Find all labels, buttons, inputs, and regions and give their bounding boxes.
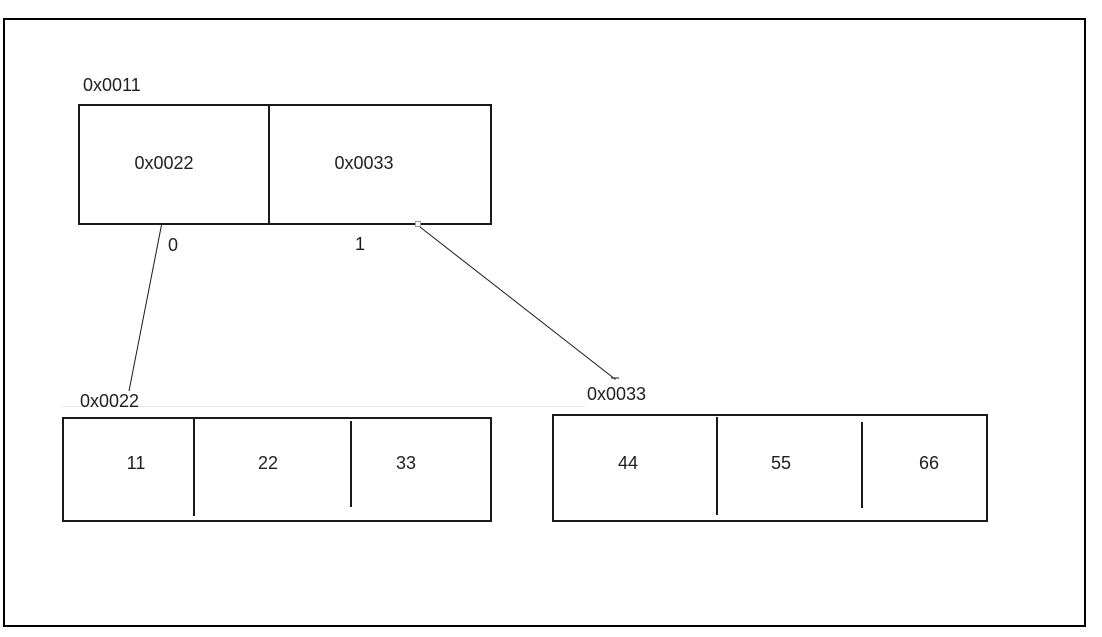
connector-anchor-square bbox=[415, 221, 421, 227]
pointer-array-label: 0x0011 bbox=[83, 75, 141, 95]
diagram-border bbox=[3, 18, 1086, 627]
row-array-1-box bbox=[552, 414, 988, 522]
index-label-0: 0 bbox=[167, 235, 178, 255]
pointer-array-cell-divider bbox=[268, 106, 270, 223]
row-array-0-divider-1 bbox=[193, 419, 195, 516]
index-label-1: 1 bbox=[354, 234, 365, 254]
pointer-cell-value-0: 0x0022 bbox=[134, 153, 194, 173]
row-array-1-divider-2 bbox=[861, 422, 863, 508]
row-array-1-label: 0x0033 bbox=[587, 384, 647, 404]
row-array-0-divider-2 bbox=[350, 421, 352, 507]
row-array-0-cell-0: 11 bbox=[126, 453, 146, 473]
row-array-1-cell-1: 55 bbox=[770, 453, 792, 473]
row-array-1-cell-0: 44 bbox=[617, 453, 639, 473]
row-array-0-cell-1: 22 bbox=[257, 453, 279, 473]
pointer-cell-value-1: 0x0033 bbox=[334, 153, 394, 173]
row-array-0-cell-2: 33 bbox=[395, 453, 417, 473]
row-array-0-box bbox=[62, 417, 492, 522]
row-array-1-divider-1 bbox=[716, 417, 718, 515]
row-array-0-label: 0x0022 bbox=[80, 391, 140, 411]
pointer-array-box bbox=[78, 104, 492, 225]
row-array-1-cell-2: 66 bbox=[918, 453, 940, 473]
